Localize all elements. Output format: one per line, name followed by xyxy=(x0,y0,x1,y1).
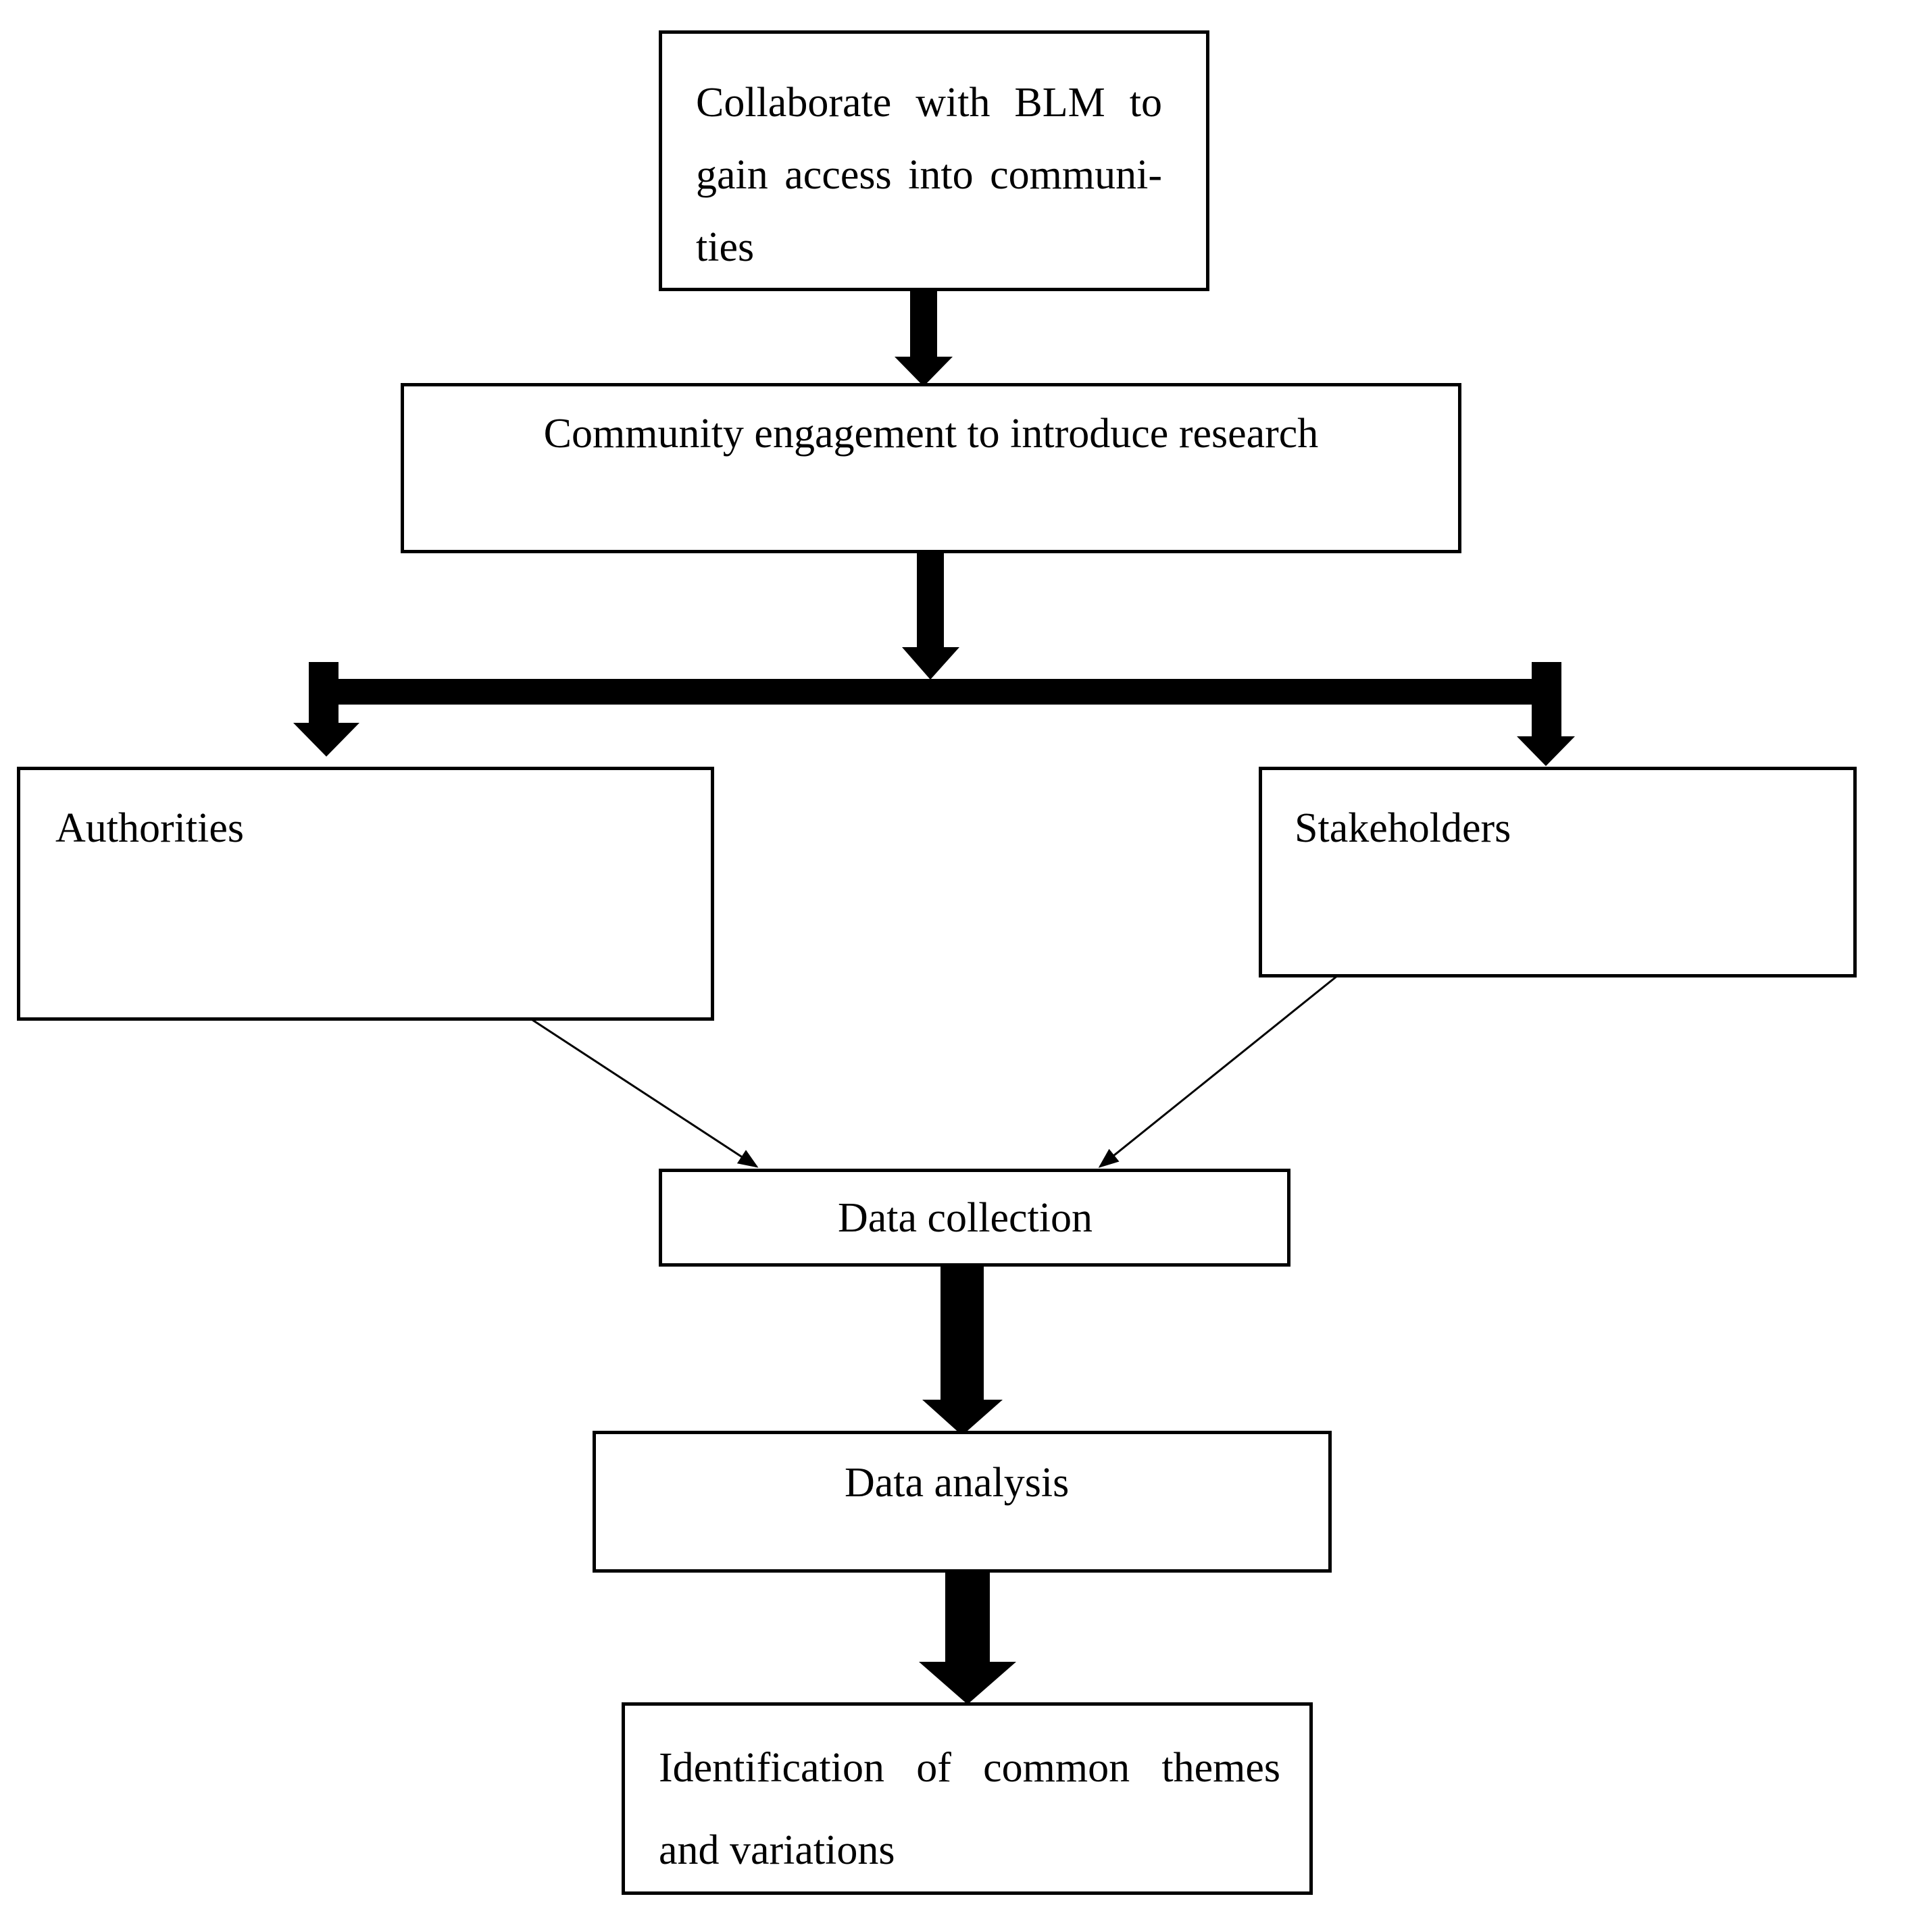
branch-bar xyxy=(309,679,1534,705)
node-themes-line-2: and variations xyxy=(659,1827,895,1873)
node-data-analysis-label: Data analysis xyxy=(845,1460,1070,1506)
node-themes: Identification of common themes and vari… xyxy=(622,1702,1313,1895)
node-collaborate-line-3: ties xyxy=(696,224,755,270)
arrow-analysis-to-themes xyxy=(919,1569,1016,1704)
node-stakeholders-label: Stakeholders xyxy=(1295,805,1511,851)
arrow-collection-to-analysis xyxy=(922,1265,1003,1435)
arrow-branch-to-authorities xyxy=(293,662,359,757)
node-collaborate: Collaborate with BLM to gain access into… xyxy=(659,30,1209,291)
arrow-engagement-to-branch xyxy=(902,553,959,680)
node-authorities: Authorities xyxy=(17,767,714,1021)
arrow-branch-to-stakeholders xyxy=(1517,662,1575,766)
node-stakeholders: Stakeholders xyxy=(1259,767,1857,977)
arrow-stakeholders-to-collection xyxy=(1098,963,1352,1168)
node-data-collection: Data collection xyxy=(659,1169,1290,1267)
node-engagement: Community engagement to introduce resear… xyxy=(401,383,1461,553)
node-engagement-label: Community engagement to introduce resear… xyxy=(543,411,1319,457)
node-collaborate-line-2: gain access into communi- xyxy=(696,152,1162,198)
node-collaborate-line-1: Collaborate with BLM to xyxy=(696,80,1162,126)
node-data-collection-label: Data collection xyxy=(838,1195,1093,1241)
node-data-analysis: Data analysis xyxy=(593,1431,1332,1573)
node-themes-line-1: Identification of common themes xyxy=(659,1745,1280,1791)
node-authorities-label: Authorities xyxy=(55,805,244,851)
arrow-collaborate-to-engagement xyxy=(895,288,953,386)
arrow-authorities-to-collection xyxy=(506,1002,759,1168)
